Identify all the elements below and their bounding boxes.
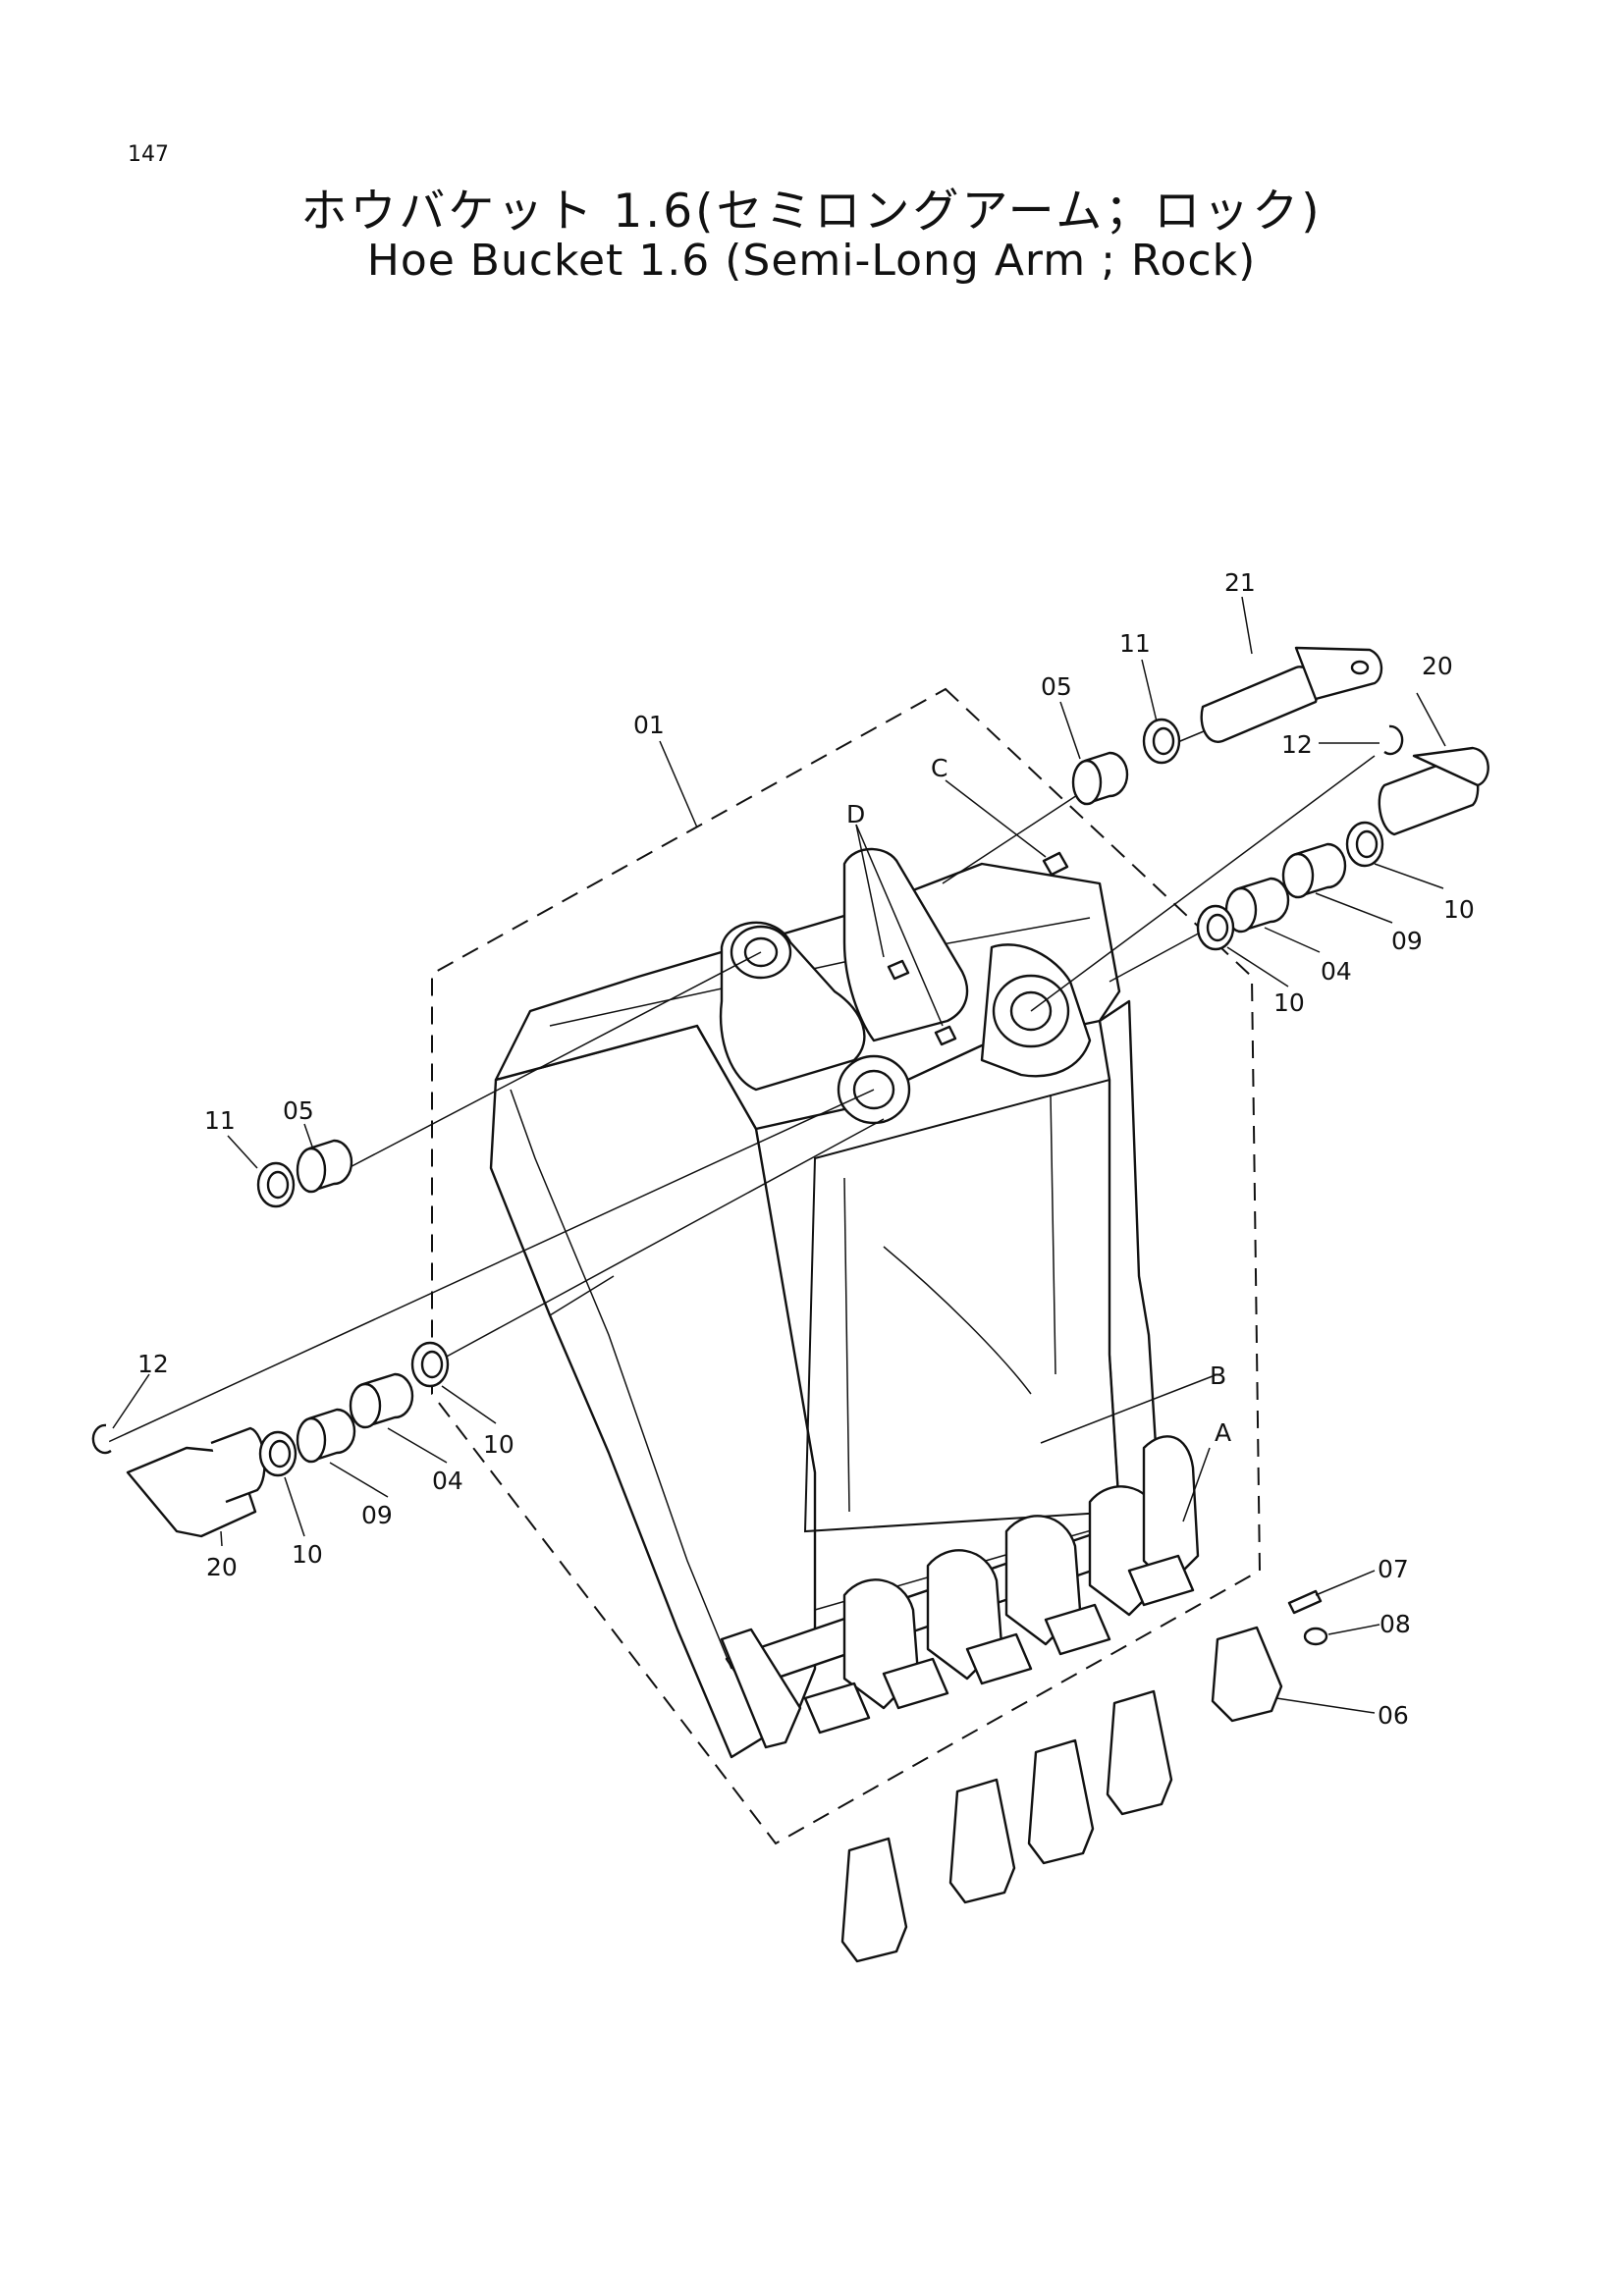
label-05-right: 05 xyxy=(1041,672,1072,701)
label-01: 01 xyxy=(633,711,665,739)
label-10-left-inner: 10 xyxy=(483,1430,514,1459)
label-d: D xyxy=(846,800,865,828)
right-pin-parts xyxy=(1071,646,1489,951)
label-12-right: 12 xyxy=(1281,730,1313,759)
label-11-left: 11 xyxy=(204,1106,236,1135)
label-10-right-inner: 10 xyxy=(1273,988,1305,1017)
label-06: 06 xyxy=(1378,1701,1409,1730)
assembly-boundary xyxy=(431,687,1262,1845)
label-20-left: 20 xyxy=(206,1553,238,1581)
label-04-right: 04 xyxy=(1321,957,1352,986)
pin-brackets xyxy=(719,847,1092,1125)
mounted-teeth xyxy=(803,1435,1200,1735)
label-b: B xyxy=(1210,1362,1226,1390)
left-pin-parts xyxy=(91,1139,450,1538)
label-20-right: 20 xyxy=(1422,652,1453,680)
label-10-left-outer: 10 xyxy=(292,1540,323,1569)
label-a: A xyxy=(1215,1418,1231,1447)
tooth-points xyxy=(840,1589,1328,1963)
leader-lines xyxy=(112,596,1446,1714)
page-number: 147 xyxy=(128,142,169,167)
label-09-left: 09 xyxy=(361,1501,393,1529)
label-11-right: 11 xyxy=(1119,629,1151,658)
title-japanese: ホウバケット 1.6(セミロングアーム；ロック) xyxy=(300,185,1323,239)
label-04-left: 04 xyxy=(432,1467,463,1495)
label-10-right-outer: 10 xyxy=(1443,895,1475,924)
label-21: 21 xyxy=(1224,568,1256,597)
title-english: Hoe Bucket 1.6 (Semi-Long Arm ; Rock) xyxy=(366,236,1257,286)
part-labels: 01 05 11 D C 05 11 21 20 12 10 09 04 10 … xyxy=(137,568,1475,1730)
label-07: 07 xyxy=(1378,1555,1409,1583)
label-12-left: 12 xyxy=(137,1350,169,1378)
pin-axes xyxy=(105,721,1376,1444)
label-08: 08 xyxy=(1380,1610,1411,1638)
label-c: C xyxy=(931,754,947,782)
label-09-right: 09 xyxy=(1391,927,1423,955)
label-05-left: 05 xyxy=(283,1096,314,1125)
